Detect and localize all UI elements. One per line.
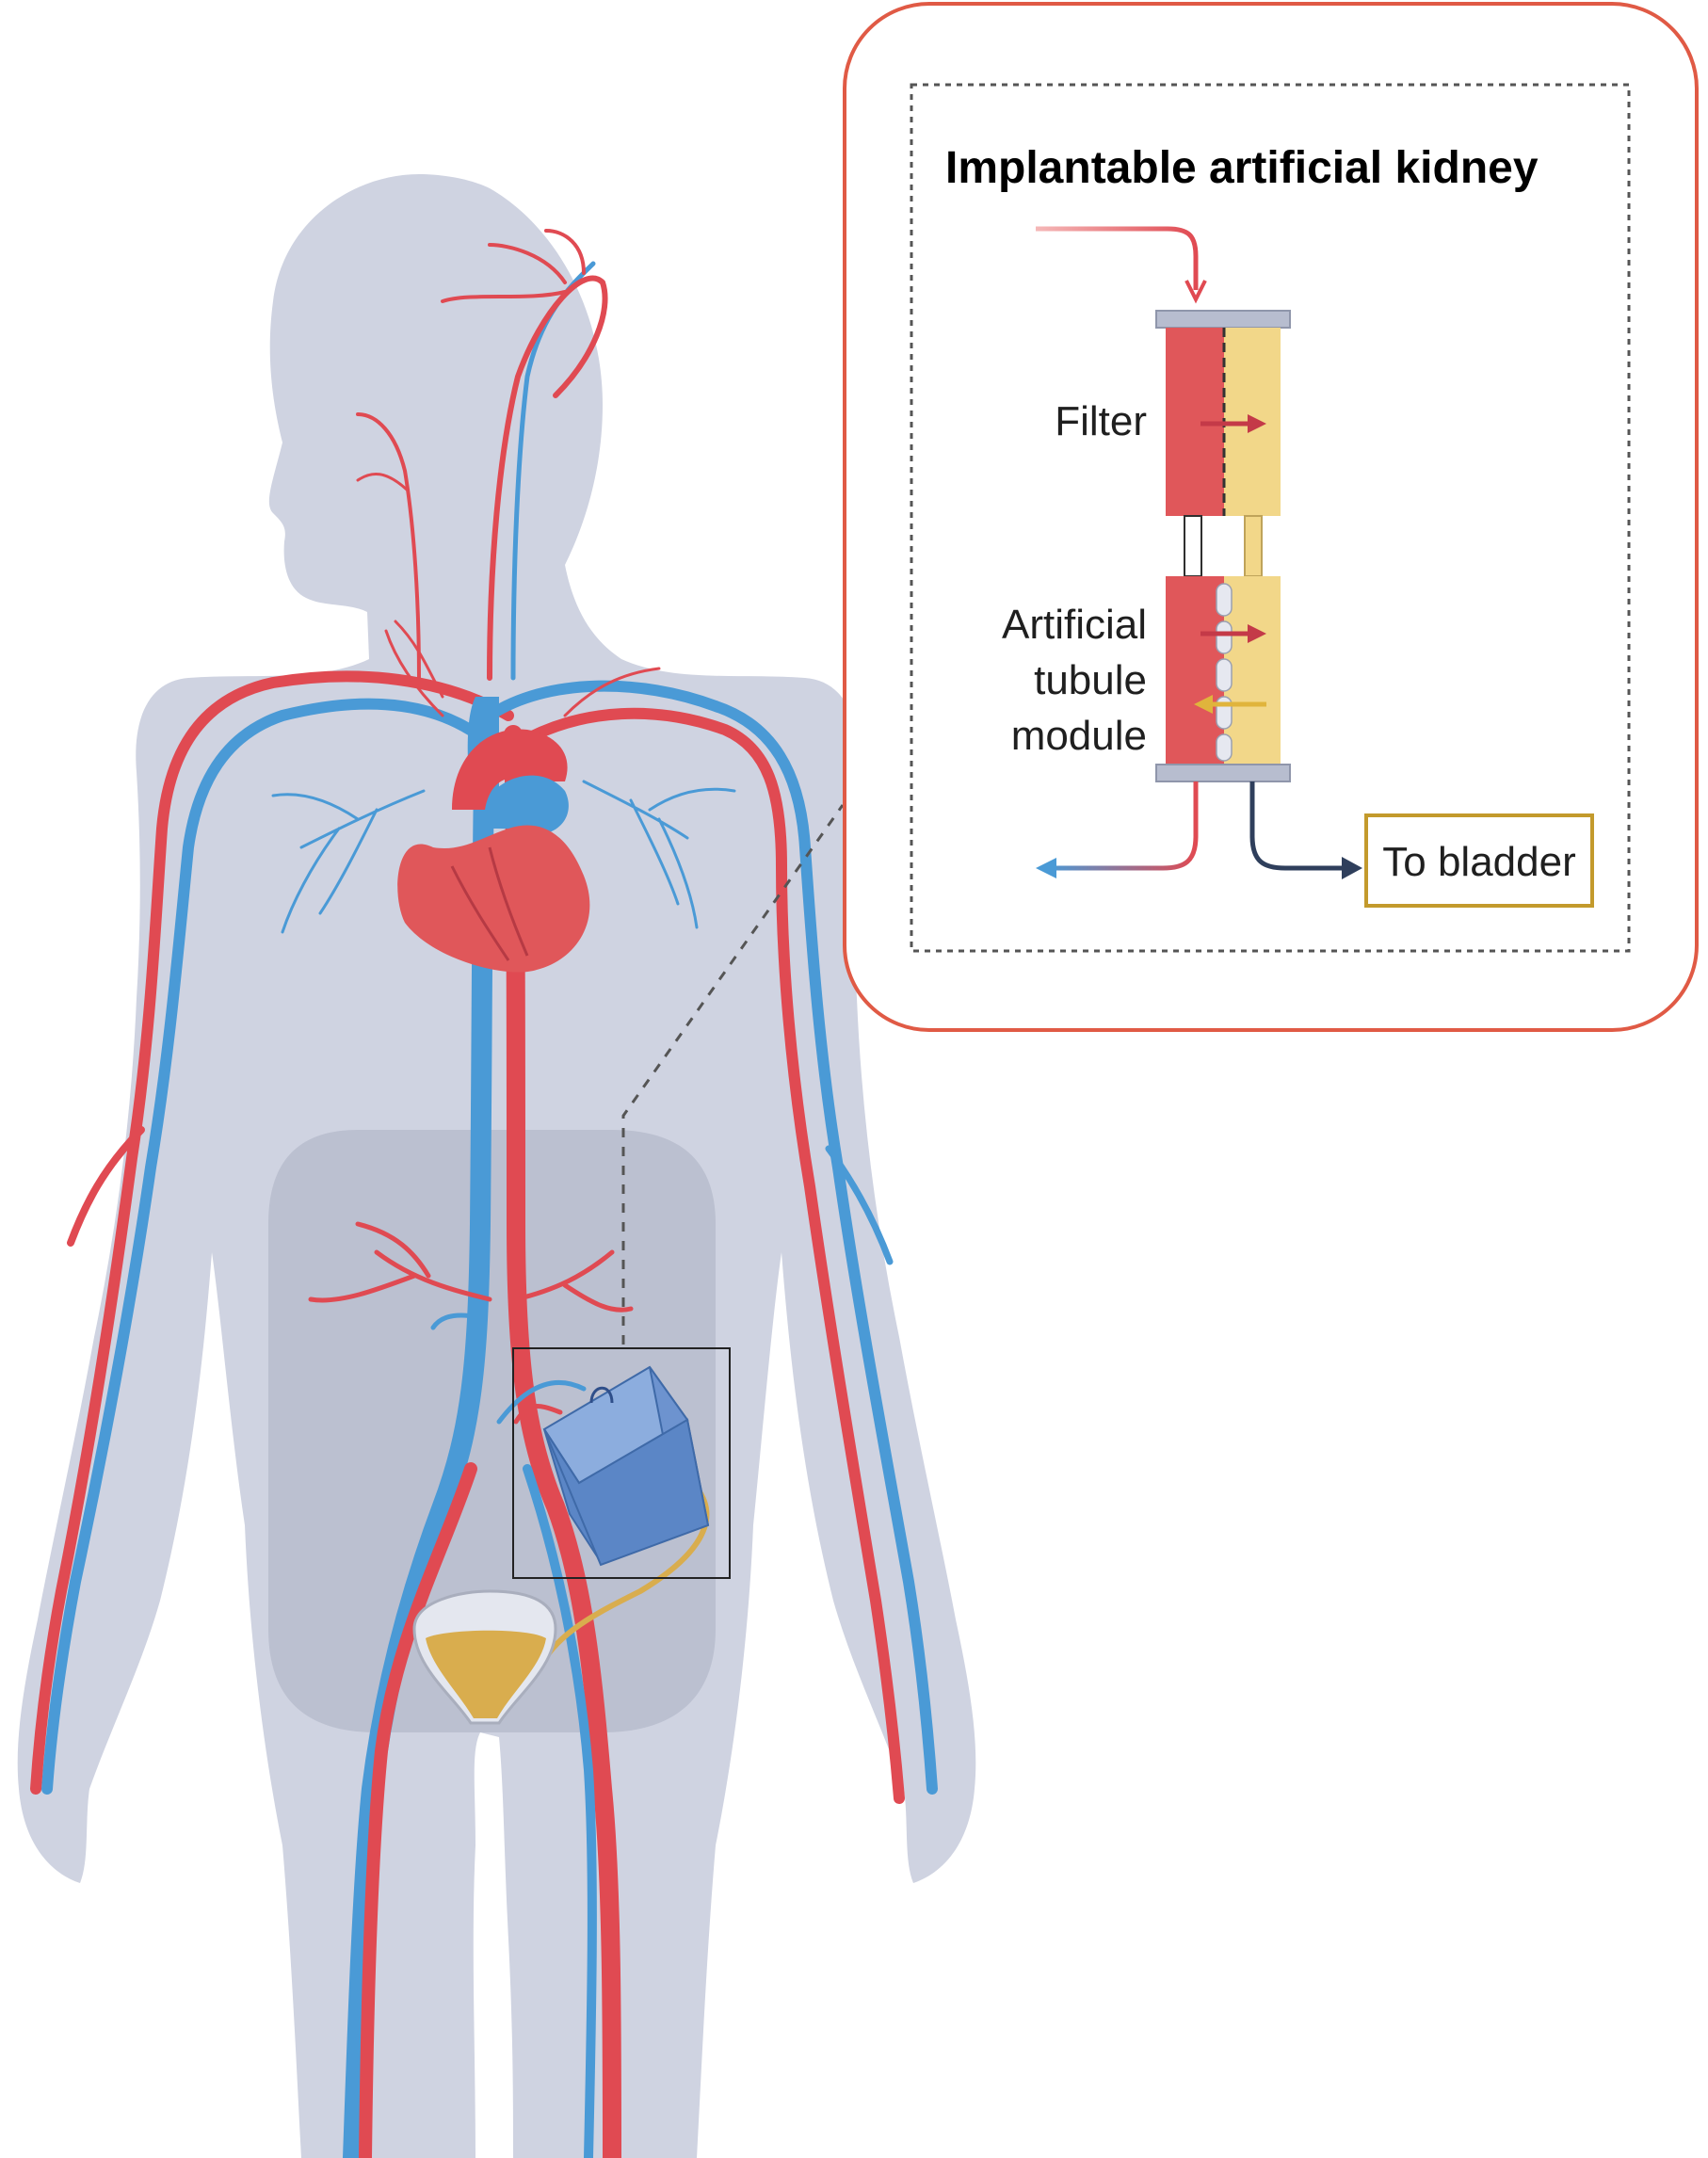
body-silhouette xyxy=(18,174,976,2158)
bladder-label: To bladder xyxy=(1382,839,1575,885)
inset-panel: Implantable artificial kidney Filter xyxy=(845,4,1697,1030)
yellow-connector xyxy=(1245,516,1262,576)
tubule-red-chamber xyxy=(1166,576,1224,765)
filter-label: Filter xyxy=(1055,398,1147,444)
tubule-cell xyxy=(1217,734,1232,761)
inset-title: Implantable artificial kidney xyxy=(945,143,1539,193)
tubule-label-line1: Artificial xyxy=(1002,602,1147,648)
filter-top-cap xyxy=(1156,311,1290,328)
tubule-yellow-chamber xyxy=(1224,576,1281,765)
tubule-cell xyxy=(1217,584,1232,616)
tubule-label-line3: module xyxy=(1011,713,1147,759)
red-connector xyxy=(1184,516,1201,576)
tubule-cell xyxy=(1217,621,1232,653)
tubule-cell xyxy=(1217,659,1232,691)
tubule-label-line2: tubule xyxy=(1034,657,1147,703)
tubule-bottom-cap xyxy=(1156,765,1290,781)
tubule-cell xyxy=(1217,697,1232,729)
